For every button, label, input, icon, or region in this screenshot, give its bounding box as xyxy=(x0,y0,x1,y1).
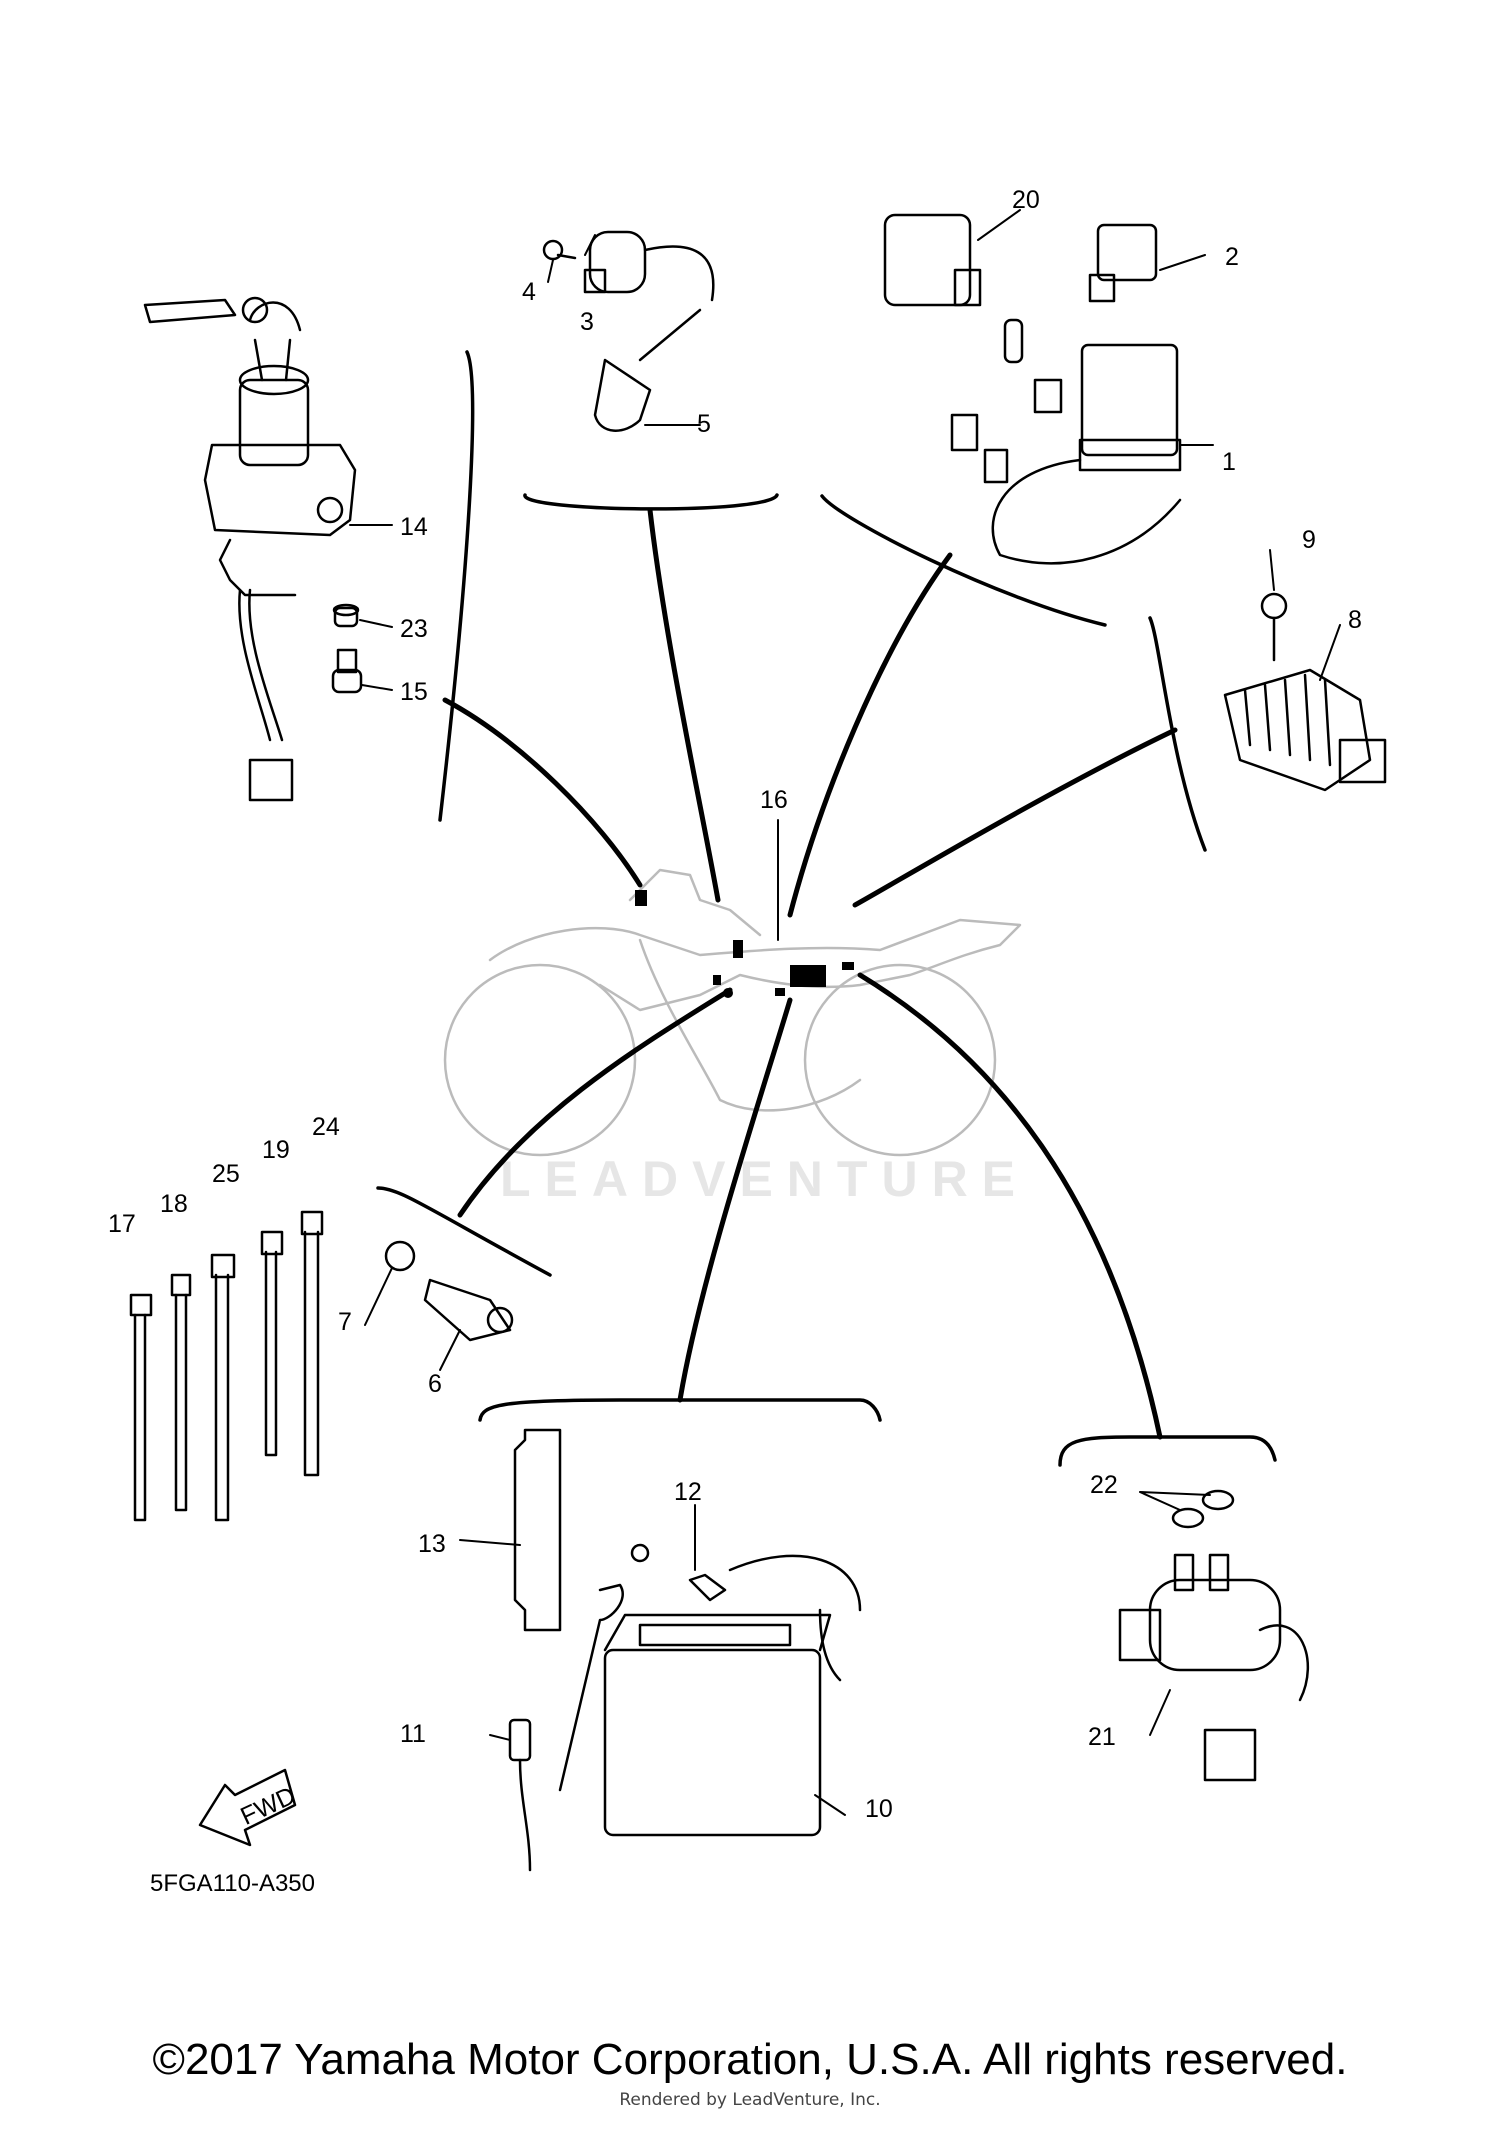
leader-lines xyxy=(442,507,1178,1440)
callout-17: 17 xyxy=(108,1210,136,1238)
battery-part-10 xyxy=(603,1613,832,1837)
main-switch-part xyxy=(143,296,357,802)
diagram-code: 5FGA110-A350 xyxy=(150,1870,315,1897)
callout-11: 11 xyxy=(400,1720,426,1748)
bolt-part-4 xyxy=(542,239,577,261)
cdi-unit-part-1 xyxy=(950,318,1182,565)
callout-23: 23 xyxy=(400,615,428,643)
battery-lead-part-12 xyxy=(630,1543,862,1682)
bolt-part-15 xyxy=(331,648,363,694)
rendered-by-note: Rendered by LeadVenture, Inc. xyxy=(619,2090,881,2110)
callout-3: 3 xyxy=(580,308,594,336)
callout-6: 6 xyxy=(428,1370,442,1398)
neutral-switch-part-6 xyxy=(423,1278,514,1342)
ignition-coil-part xyxy=(583,230,715,362)
fwd-arrow-icon xyxy=(198,1768,297,1847)
plug-cap-part-5 xyxy=(593,358,652,432)
screw-part-9 xyxy=(1260,592,1288,662)
callout-25: 25 xyxy=(212,1160,240,1188)
starter-relay-part-21 xyxy=(1118,1553,1310,1782)
group-brackets xyxy=(376,350,1277,1467)
callout-15: 15 xyxy=(400,678,428,706)
callout-18: 18 xyxy=(160,1190,188,1218)
callout-21: 21 xyxy=(1088,1723,1116,1751)
motorcycle-outline xyxy=(443,868,1022,1157)
callout-1: 1 xyxy=(1222,448,1236,476)
cable-bands xyxy=(129,1210,324,1522)
callout-13: 13 xyxy=(418,1530,446,1558)
callout-5: 5 xyxy=(697,410,711,438)
screw-part-23 xyxy=(332,603,360,628)
callout-7: 7 xyxy=(338,1308,352,1336)
gasket-part-7 xyxy=(384,1240,416,1272)
callout-14: 14 xyxy=(400,513,428,541)
battery-band-part-13 xyxy=(513,1428,562,1632)
relay-part-20 xyxy=(883,213,982,307)
callout-4: 4 xyxy=(522,278,536,306)
callout-16: 16 xyxy=(760,786,788,814)
callout-20: 20 xyxy=(1012,186,1040,214)
callout-22: 22 xyxy=(1090,1471,1118,1499)
callout-24: 24 xyxy=(312,1113,340,1141)
callout-8: 8 xyxy=(1348,606,1362,634)
connector-part-2 xyxy=(1088,223,1158,303)
watermark-text: LEADVENTURE xyxy=(500,1151,1030,1207)
rectifier-part-8 xyxy=(1223,668,1387,792)
callout-19: 19 xyxy=(262,1136,290,1164)
callout-9: 9 xyxy=(1302,526,1316,554)
callout-leaders xyxy=(349,209,1341,1816)
copyright-caption: ©2017 Yamaha Motor Corporation, U.S.A. A… xyxy=(152,2035,1348,2084)
callout-10: 10 xyxy=(865,1795,893,1823)
nut-part-22 xyxy=(1171,1489,1235,1529)
callout-2: 2 xyxy=(1225,243,1239,271)
callout-12: 12 xyxy=(674,1478,702,1506)
callout-labels: 1 2 3 4 5 6 7 8 9 10 11 12 13 14 15 16 1… xyxy=(108,186,1362,1823)
harness-markers xyxy=(635,890,854,998)
